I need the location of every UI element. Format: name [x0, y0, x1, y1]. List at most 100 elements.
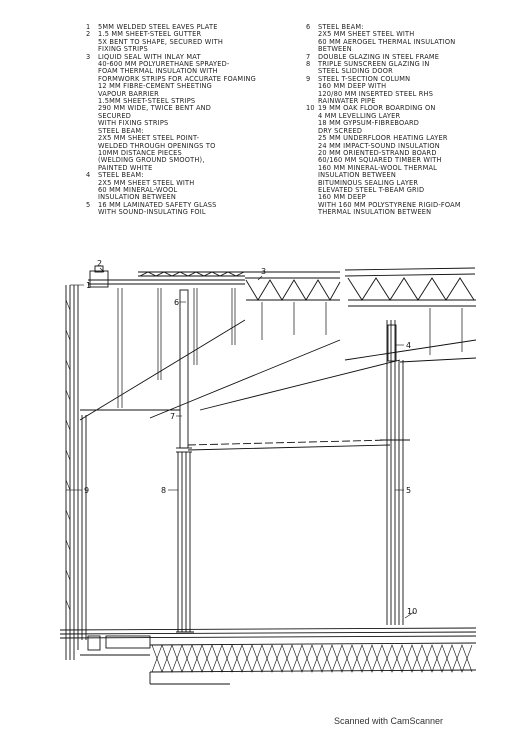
- legend-line: 10mm distance pieces: [98, 148, 182, 157]
- legend-item-text: double glazing in steel frame: [318, 52, 496, 61]
- legend-line: 160 mm deep: [318, 193, 366, 202]
- legend-right: 6 steel beam:2x5 mm sheet steel with60 mm…: [306, 23, 496, 217]
- legend-item-number: 7: [306, 52, 311, 61]
- legend-item-text: liquid seal with inlay mat40-600 mm poly…: [98, 52, 286, 173]
- legend-line: 12 mm fibre-cement sheeting: [98, 82, 212, 91]
- callout-1: 1: [86, 281, 91, 290]
- callout-2: 2: [97, 259, 102, 268]
- legend-line: painted white: [98, 163, 153, 172]
- legend-item: 4steel beam:2x5 mm sheet steel with60 mm…: [86, 171, 286, 202]
- left-facade: [65, 285, 87, 660]
- legend-line: steel beam:: [318, 23, 364, 31]
- callout-3: 3: [261, 267, 266, 276]
- callout-8: 8: [161, 486, 166, 495]
- legend-line: thermal insulation between: [318, 208, 432, 217]
- legend-item: 6 steel beam:2x5 mm sheet steel with60 mm…: [306, 23, 496, 54]
- legend-line: 1.5mm sheet-steel strips: [98, 97, 196, 106]
- legend-item-text: 16 mm laminated safety glasswith sound-i…: [98, 200, 286, 217]
- legend-line: elevated steel T-beam grid: [318, 185, 425, 194]
- ceiling-lines: [79, 319, 477, 421]
- legend-line: formwork strips for accurate foaming: [98, 74, 256, 83]
- roof-centre: [245, 271, 341, 301]
- legend-line: secured: [98, 111, 132, 120]
- legend-item-text: steel T-section column160 mm deep with12…: [318, 74, 496, 106]
- legend-item: 21.5 mm sheet-steel gutter5x bent to sha…: [86, 30, 286, 54]
- legend-item-text: 1.5 mm sheet-steel gutter5x bent to shap…: [98, 30, 286, 54]
- legend-item: 5 16 mm laminated safety glasswith sound-…: [86, 200, 286, 217]
- legend-line: 60 mm aerogel thermal insulation: [318, 37, 456, 46]
- legend-line: double glazing in steel frame: [318, 52, 440, 61]
- legend-line: 4 mm levelling layer: [318, 111, 401, 120]
- legend-line: 5x bent to shape, secured with: [98, 37, 224, 46]
- legend-line: with 160 mm polystyrene rigid-foam: [318, 200, 461, 209]
- legend-line: fixing strips: [98, 45, 148, 54]
- legend-line: insulation between: [98, 193, 177, 202]
- callout-10: 10: [407, 607, 417, 616]
- legend-line: 160 mm mineral-wool thermal: [318, 163, 438, 172]
- legend-line: with sound-insulating foil: [98, 208, 206, 217]
- legend-line: 20 mm oriented-strand board: [318, 148, 437, 157]
- legend-line: bituminous sealing layer: [318, 178, 419, 187]
- legend-item-number: 10: [306, 104, 315, 113]
- legend-item-number: 9: [306, 74, 311, 83]
- legend-line: 24 mm impact-sound insulation: [318, 141, 440, 150]
- legend-line: between: [318, 45, 352, 54]
- legend-item: 7 double glazing in steel frame: [306, 52, 496, 61]
- legend-line: 18 mm gypsum-fibreboard: [318, 119, 420, 128]
- legend-item-number: 1: [86, 23, 91, 31]
- callout-9: 9: [84, 486, 89, 495]
- callout-7: 7: [170, 412, 175, 421]
- legend-line: dry screed: [318, 126, 363, 135]
- legend-line: 25 mm underfloor heating layer: [318, 134, 448, 143]
- centre-glazing: [176, 289, 391, 633]
- legend-item-number: 8: [306, 60, 311, 69]
- legend-line: triple sunscreen glazing in: [318, 60, 430, 69]
- legend-item: 8 triple sunscreen glazing insteel slidin…: [306, 60, 496, 76]
- legend-line: steel T-section column: [318, 74, 411, 83]
- legend-line: welded through openings to: [98, 141, 216, 150]
- right-column: [380, 320, 410, 625]
- legend-line: rainwater pipe: [318, 97, 376, 106]
- legend-item-text: 19 mm oak floor boarding on4 mm levellin…: [318, 104, 496, 217]
- roof-right-truss: [344, 267, 476, 362]
- ceiling-hangers: [117, 288, 463, 408]
- callout-5: 5: [406, 486, 411, 495]
- legend-line: insulation between: [318, 171, 397, 180]
- legend-item-text: 5mm welded steel eaves plate: [98, 23, 286, 31]
- legend-line: 290 mm wide, twice bent and: [98, 104, 212, 113]
- legend-item-text: triple sunscreen glazing insteel sliding…: [318, 60, 496, 76]
- legend-line: 16 mm laminated safety glass: [98, 200, 217, 209]
- legend-line: 60/160 mm squared timber with: [318, 156, 442, 165]
- legend-line: 60 mm mineral-wool: [98, 185, 178, 194]
- legend-item: 1 5mm welded steel eaves plate: [86, 23, 286, 31]
- legend-line: 19 mm oak floor boarding on: [318, 104, 436, 113]
- legend-item-number: 4: [86, 171, 91, 180]
- roof-left-truss: [88, 265, 245, 288]
- legend-line: 2x5 mm sheet steel with: [98, 178, 195, 187]
- legend-left: 1 5mm welded steel eaves plate21.5 mm she…: [86, 23, 286, 217]
- legend-line: 1.5 mm sheet-steel gutter: [98, 30, 202, 39]
- legend-line: 5mm welded steel eaves plate: [98, 23, 218, 31]
- legend-line: 2x5 mm sheet steel point-: [98, 134, 200, 143]
- callout-numbers: 1 2 3 4 5 6 7 8 9 10: [84, 259, 417, 616]
- callout-6: 6: [174, 298, 179, 307]
- legend-line: liquid seal with inlay mat: [98, 52, 201, 61]
- legend-line: (welding ground smooth),: [98, 156, 205, 165]
- legend-item-number: 3: [86, 52, 91, 61]
- legend-line: 160 mm deep with: [318, 82, 387, 91]
- legend-line: steel beam:: [98, 126, 144, 135]
- floor-slab: [59, 627, 477, 685]
- callout-4: 4: [406, 341, 411, 350]
- legend-item: 3 liquid seal with inlay mat40-600 mm pol…: [86, 52, 286, 173]
- legend-item-number: 5: [86, 200, 91, 209]
- scanner-watermark: Scanned with CamScanner: [333, 716, 443, 726]
- legend-line: 40-600 mm polyurethane sprayed-: [98, 60, 230, 69]
- legend-item-number: 6: [306, 23, 311, 31]
- legend-line: 2x5 mm sheet steel with: [318, 30, 415, 39]
- legend-line: vapour barrier: [98, 89, 159, 98]
- legend-line: foam thermal insulation with: [98, 67, 218, 76]
- leader-lines: [66, 267, 415, 619]
- legend-line: with fixing strips: [98, 119, 169, 128]
